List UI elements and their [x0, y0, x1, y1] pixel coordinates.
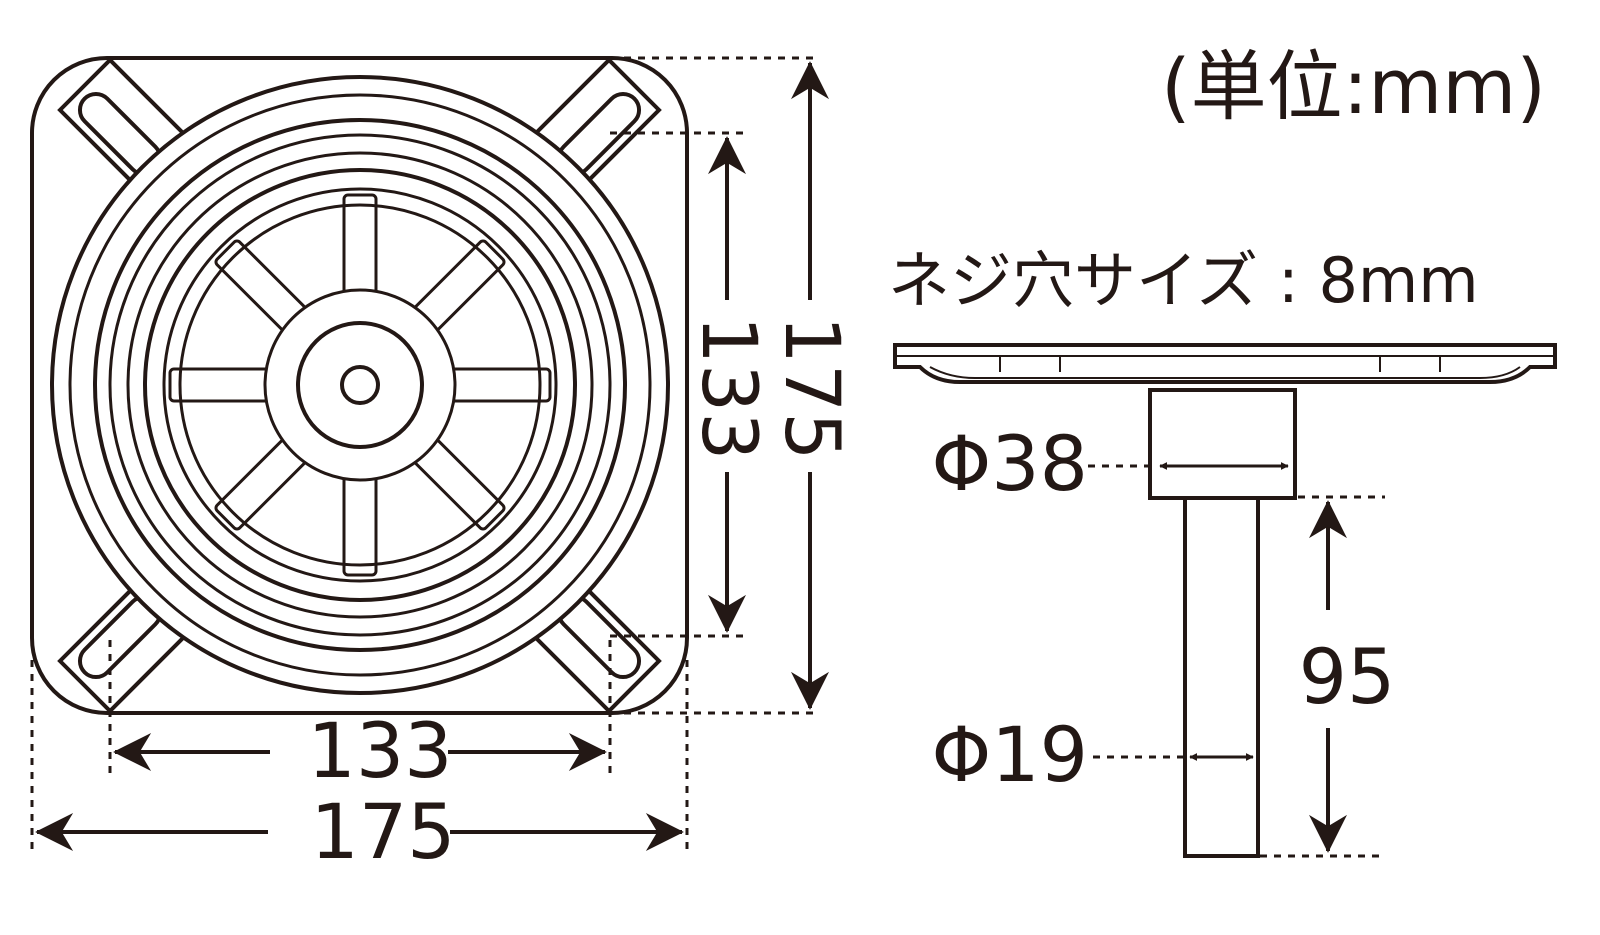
dim-upper-tube: Φ38 — [931, 419, 1289, 508]
dim-lower-tube: Φ19 — [931, 710, 1254, 799]
base-plate-outline — [30, 56, 689, 715]
upper-tube — [1148, 388, 1297, 500]
tube-length-label: 95 — [1299, 632, 1396, 721]
bolt-spacing-width-label: 133 — [307, 706, 452, 795]
unit-note: (単位:mm) — [1161, 42, 1546, 131]
dim-plate-height: 175 — [768, 61, 857, 710]
dim-bolt-spacing-width: 133 — [113, 706, 607, 795]
extension-lines — [30, 56, 820, 850]
plate-width-label: 175 — [310, 787, 455, 876]
dim-bolt-spacing-height: 133 — [685, 136, 774, 633]
plate-height-label: 175 — [768, 315, 857, 460]
side-extension-lines — [1088, 464, 1385, 858]
upper-tube-diameter-label: Φ38 — [931, 419, 1088, 508]
top-view — [30, 56, 689, 715]
center-hub — [263, 288, 457, 482]
lower-tube-diameter-label: Φ19 — [931, 710, 1088, 799]
side-view — [893, 343, 1557, 858]
screw-hole-note: ネジ穴サイズ : 8mm — [888, 244, 1479, 317]
bolt-spacing-height-label: 133 — [685, 315, 774, 460]
side-plate — [893, 343, 1557, 384]
lower-tube — [1183, 496, 1260, 858]
dim-plate-width: 175 — [35, 787, 684, 876]
dim-tube-length: 95 — [1299, 500, 1396, 853]
